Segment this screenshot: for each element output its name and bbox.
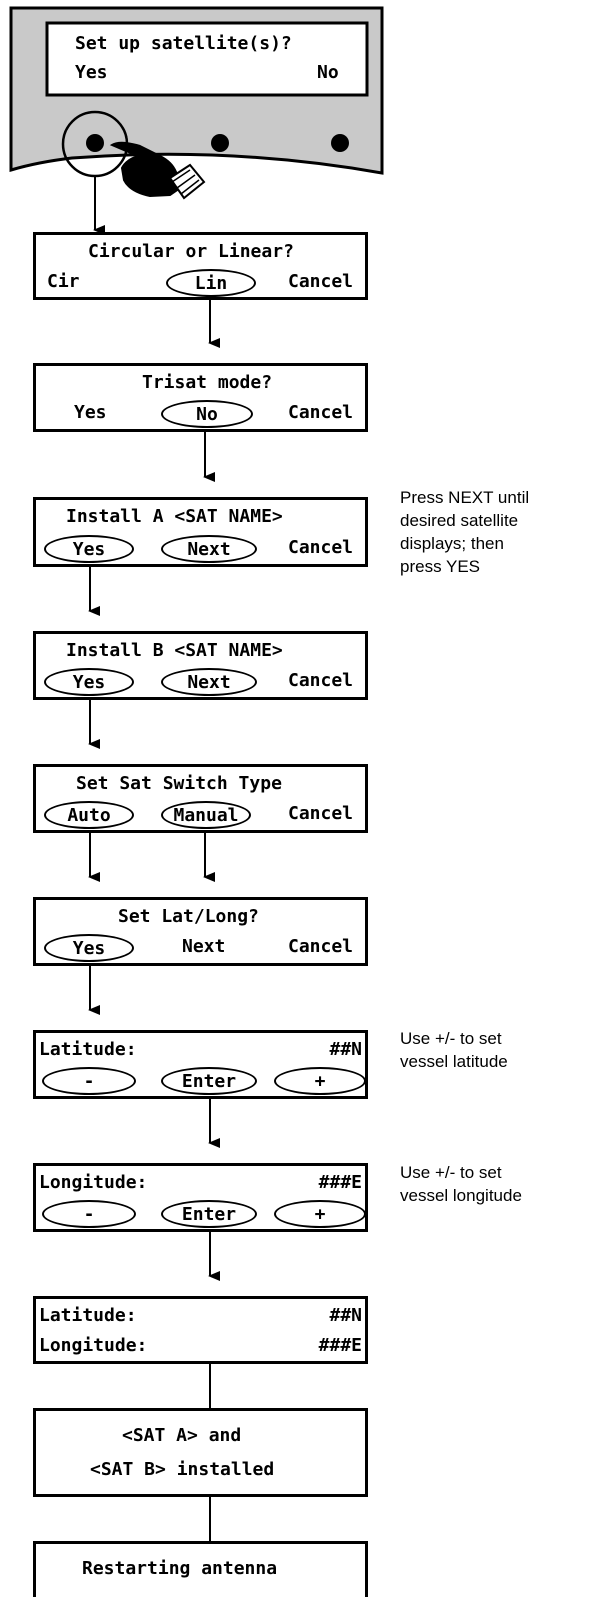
- panel-lcd-screen: [45, 21, 369, 97]
- enter-button[interactable]: Enter: [161, 1200, 257, 1228]
- screen-sats-installed: <SAT A> and <SAT B> installed: [33, 1408, 368, 1497]
- option-cancel[interactable]: Cancel: [288, 803, 354, 824]
- screen-trisat-mode: Trisat mode? Yes No Cancel: [33, 363, 368, 432]
- screen-title: Trisat mode?: [142, 372, 273, 393]
- restarting-text: Restarting antenna: [82, 1558, 278, 1579]
- option-lin-button[interactable]: Lin: [166, 269, 256, 297]
- panel-button-left: [86, 134, 104, 152]
- screen-restarting-antenna: Restarting antenna: [33, 1541, 368, 1597]
- minus-button[interactable]: -: [42, 1200, 136, 1228]
- screen-circular-or-linear: Circular or Linear? Cir Lin Cancel: [33, 232, 368, 300]
- panel-lcd-yes: Yes: [75, 62, 108, 83]
- longitude-value: ###E: [318, 1172, 362, 1193]
- latitude-label: Latitude:: [39, 1305, 137, 1326]
- screen-title: Install A <SAT NAME>: [66, 506, 283, 527]
- option-yes-button[interactable]: Yes: [44, 535, 134, 563]
- installed-line2: <SAT B> installed: [90, 1459, 275, 1480]
- option-next[interactable]: Next: [182, 936, 226, 957]
- screen-title: Set Lat/Long?: [118, 906, 259, 927]
- longitude-label: Longitude:: [39, 1335, 148, 1356]
- pointing-hand-icon: [109, 141, 206, 200]
- option-next-button[interactable]: Next: [161, 668, 257, 696]
- option-cancel[interactable]: Cancel: [288, 537, 354, 558]
- screen-latitude-entry: Latitude: ##N - Enter +: [33, 1030, 368, 1099]
- option-yes-button[interactable]: Yes: [44, 668, 134, 696]
- screen-install-b: Install B <SAT NAME> Yes Next Cancel: [33, 631, 368, 700]
- longitude-value: ###E: [318, 1335, 362, 1356]
- option-yes-button[interactable]: Yes: [44, 934, 134, 962]
- screen-sat-switch-type: Set Sat Switch Type Auto Manual Cancel: [33, 764, 368, 833]
- latitude-value: ##N: [329, 1039, 362, 1060]
- screen-install-a: Install A <SAT NAME> Yes Next Cancel: [33, 497, 368, 567]
- option-no-button[interactable]: No: [161, 400, 253, 428]
- screen-title: Set Sat Switch Type: [76, 773, 282, 794]
- option-manual-button[interactable]: Manual: [161, 801, 251, 829]
- option-next-button[interactable]: Next: [161, 535, 257, 563]
- panel-lcd-line1: Set up satellite(s)?: [75, 33, 292, 54]
- plus-button[interactable]: +: [274, 1200, 366, 1228]
- screen-title: Circular or Linear?: [88, 241, 294, 262]
- screen-set-lat-long: Set Lat/Long? Yes Next Cancel: [33, 897, 368, 966]
- screen-lat-long-summary: Latitude: ##N Longitude: ###E: [33, 1296, 368, 1364]
- latitude-value: ##N: [329, 1305, 362, 1326]
- option-yes[interactable]: Yes: [74, 402, 107, 423]
- option-auto-button[interactable]: Auto: [44, 801, 134, 829]
- plus-button[interactable]: +: [274, 1067, 366, 1095]
- panel-button-middle: [211, 134, 229, 152]
- panel-lcd-no: No: [317, 62, 339, 83]
- option-cancel[interactable]: Cancel: [288, 936, 354, 957]
- option-cir[interactable]: Cir: [47, 271, 80, 292]
- option-cancel[interactable]: Cancel: [288, 271, 354, 292]
- panel-button-right: [331, 134, 349, 152]
- latitude-label: Latitude:: [39, 1039, 137, 1060]
- enter-button[interactable]: Enter: [161, 1067, 257, 1095]
- screen-longitude-entry: Longitude: ###E - Enter +: [33, 1163, 368, 1232]
- installed-line1: <SAT A> and: [122, 1425, 242, 1446]
- minus-button[interactable]: -: [42, 1067, 136, 1095]
- longitude-label: Longitude:: [39, 1172, 148, 1193]
- option-cancel[interactable]: Cancel: [288, 402, 354, 423]
- screen-title: Install B <SAT NAME>: [66, 640, 283, 661]
- option-cancel[interactable]: Cancel: [288, 670, 354, 691]
